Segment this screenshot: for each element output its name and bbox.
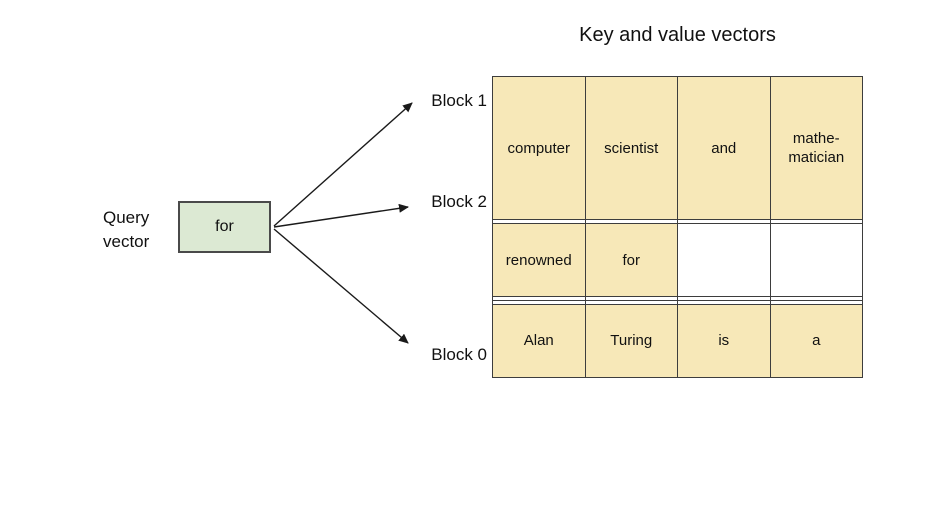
table-cell: is	[677, 303, 771, 379]
arrow-to-block-0	[273, 228, 409, 344]
table-cell-text: for	[622, 251, 640, 269]
block-1-label: Block 1	[431, 91, 487, 110]
table-cell	[677, 222, 771, 298]
query-vector-box: for	[178, 201, 271, 253]
block-2-label: Block 2	[431, 192, 487, 211]
table-cell: for	[584, 222, 678, 298]
table-row: computer scientist and mathe- matician	[492, 75, 863, 221]
table-cell: Alan	[492, 303, 586, 379]
table-cell-text: scientist	[604, 139, 659, 157]
key-value-table: computer scientist and mathe- matician renow…	[492, 75, 863, 379]
table-cell-text: Alan	[523, 332, 554, 350]
query-vector-label: Query vector	[103, 208, 150, 251]
table-title: Key and value vectors	[579, 24, 776, 46]
table-cell: mathe- matician	[769, 75, 863, 221]
table-row: renowned for	[492, 222, 863, 298]
table-cell-text: is	[718, 332, 730, 350]
table-cell: computer	[492, 75, 586, 221]
table-cell-text: a	[812, 332, 821, 350]
table-cell: and	[677, 75, 771, 221]
table-row: Alan Turing is a	[492, 303, 863, 379]
table-cell-text: computer	[507, 139, 571, 157]
table-cell: Turing	[584, 303, 678, 379]
key-value-table-body: computer scientist and mathe- matician renow…	[492, 75, 863, 379]
query-vector-value: for	[215, 218, 234, 235]
block-0-label: Block 0	[431, 345, 487, 364]
table-cell: a	[769, 303, 863, 379]
table-cell: renowned	[492, 222, 586, 298]
table-cell-text: and	[711, 139, 737, 157]
arrow-to-block-1	[273, 102, 413, 227]
arrow-to-block-2	[273, 203, 409, 228]
table-cell-text: Turing	[610, 332, 653, 350]
table-cell	[769, 222, 863, 298]
table-cell-text: renowned	[505, 251, 572, 269]
table-cell: scientist	[584, 75, 678, 221]
table-cell-text: mathe- matician	[788, 130, 845, 167]
